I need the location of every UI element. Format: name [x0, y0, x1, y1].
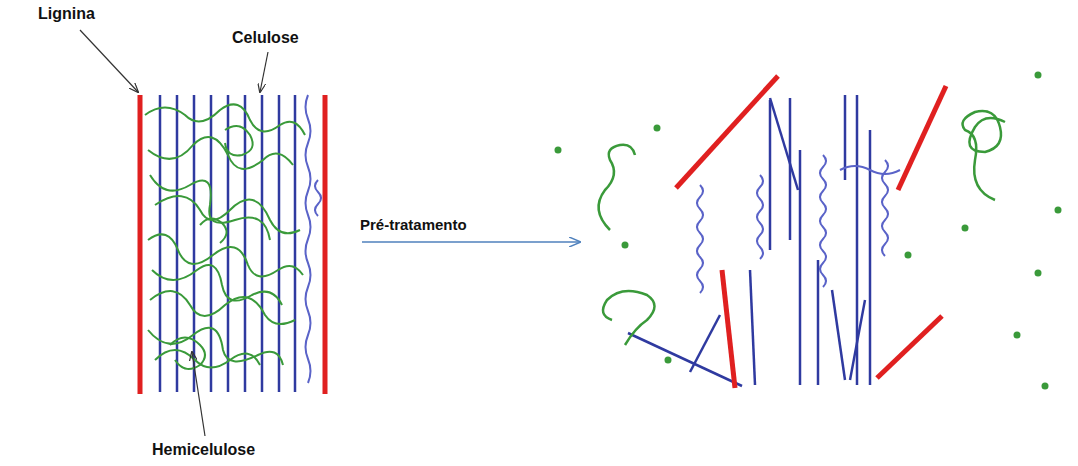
part-label: Lignina [38, 4, 95, 23]
fragmented-lignin [676, 76, 946, 388]
process-label: Pré-tratamento [360, 216, 467, 234]
part-label: Hemicelulose [152, 440, 255, 459]
cellulose-fibers [160, 95, 295, 392]
process-arrow [362, 241, 580, 243]
disrupted-amorphous-cellulose [697, 155, 900, 293]
disrupted-cellulose [628, 95, 870, 386]
released-hemicellulose [599, 111, 1005, 345]
released-sugars [555, 72, 1062, 390]
lignin-walls [140, 95, 325, 394]
hemicellulose-chains [145, 104, 305, 369]
amorphous-cellulose [306, 95, 322, 383]
part-label: Celulose [232, 28, 299, 47]
leader-lines [80, 30, 268, 436]
